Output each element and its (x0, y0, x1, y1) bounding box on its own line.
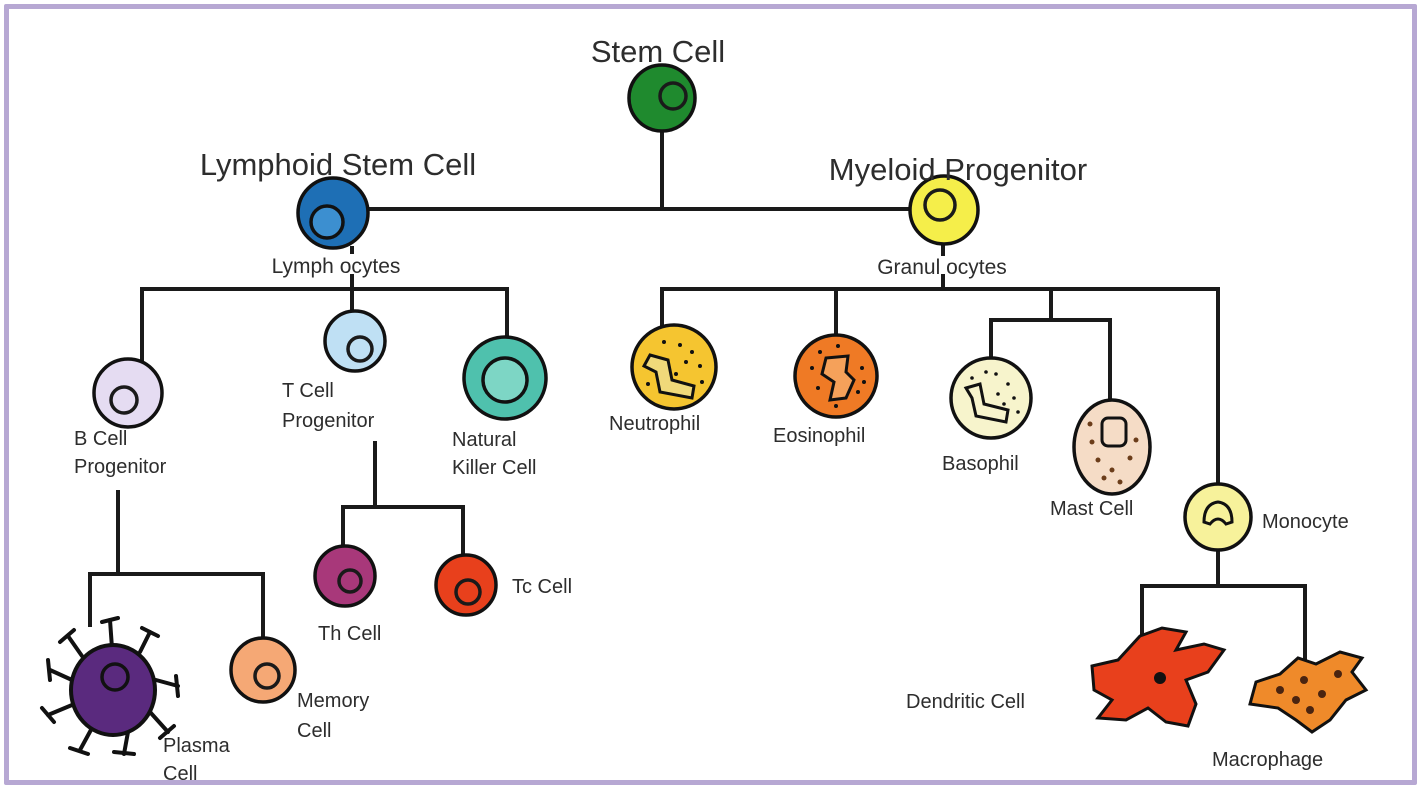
plasma-cell-icon (42, 618, 178, 754)
tc-cell-label: Tc Cell (512, 576, 572, 598)
dendritic-cell-icon (1092, 628, 1224, 726)
t-cell-progenitor-label-1: T Cell (282, 380, 334, 402)
neutrophil-label: Neutrophil (609, 413, 700, 435)
memory-cell-label-2: Cell (297, 720, 331, 742)
macrophage-label: Macrophage (1212, 749, 1323, 771)
b-cell-progenitor-label-2: Progenitor (74, 456, 167, 478)
tc-cell-icon (436, 555, 496, 615)
plasma-cell-label-1: Plasma (163, 735, 231, 757)
memory-cell-label-1: Memory (297, 690, 369, 712)
lymphoid-stem-cell-label: Lymphoid Stem Cell (200, 147, 476, 182)
t-cell-progenitor-icon (325, 311, 385, 371)
monocyte-label: Monocyte (1262, 511, 1349, 533)
b-cell-progenitor-icon (94, 359, 162, 427)
lymphocytes-label: Lymph ocytes (272, 255, 401, 278)
basophil-icon (951, 358, 1031, 438)
memory-cell-icon (231, 638, 295, 702)
myeloid-progenitor-label: Myeloid Progenitor (829, 152, 1087, 187)
monocyte-icon (1185, 484, 1251, 550)
plasma-cell-label-2: Cell (163, 763, 197, 785)
b-cell-progenitor-label-1: B Cell (74, 428, 127, 450)
natural-killer-cell-icon (464, 337, 546, 419)
mast-cell-icon (1074, 400, 1150, 494)
eosinophil-icon (795, 335, 877, 417)
th-cell-label: Th Cell (318, 623, 381, 645)
th-cell-icon (315, 546, 375, 606)
lymphoid-stem-cell-icon (298, 178, 368, 248)
eosinophil-label: Eosinophil (773, 425, 865, 447)
dendritic-cell-label: Dendritic Cell (906, 691, 1025, 713)
neutrophil-icon (632, 325, 716, 409)
stem-cell-icon (629, 65, 695, 131)
natural-killer-cell-label-1: Natural (452, 429, 516, 451)
mast-cell-label: Mast Cell (1050, 498, 1133, 520)
stem-cell-label: Stem Cell (591, 34, 725, 69)
macrophage-icon (1250, 652, 1366, 732)
natural-killer-cell-label-2: Killer Cell (452, 457, 536, 479)
granulocytes-label: Granul ocytes (877, 256, 1007, 279)
t-cell-progenitor-label-2: Progenitor (282, 410, 375, 432)
basophil-label: Basophil (942, 453, 1019, 475)
